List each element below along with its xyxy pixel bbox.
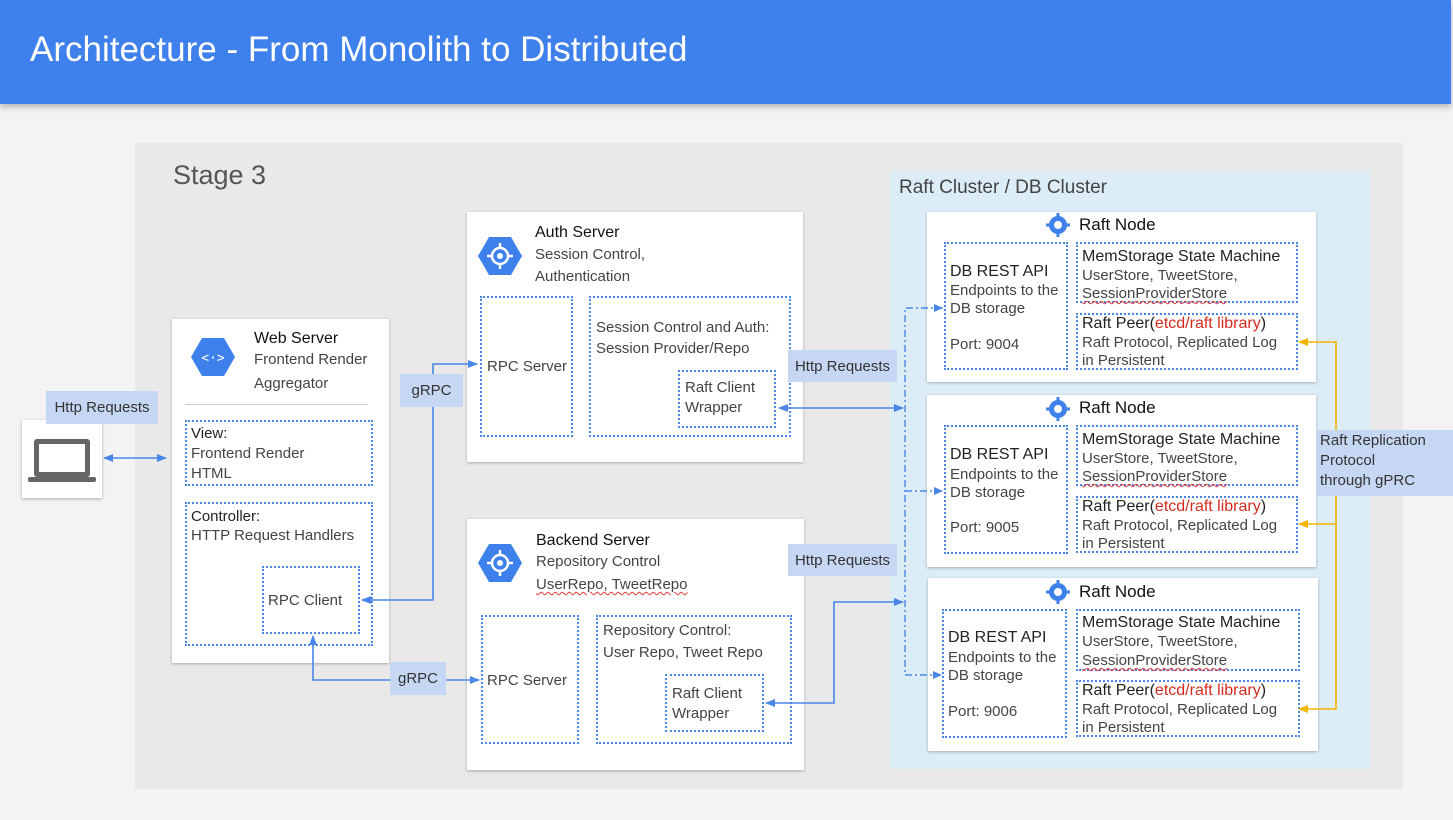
web-server-title: Web Server [254, 330, 339, 347]
db-port: Port: 9006 [948, 703, 1018, 720]
view-line1: Frontend Render [191, 445, 305, 462]
db-rest-api-line1: Endpoints to the [948, 649, 1057, 666]
backend-raft-client-line2: Wrapper [672, 705, 730, 722]
helm-icon [1046, 213, 1070, 237]
memstorage-box [1076, 425, 1298, 486]
memstorage-box [1076, 242, 1298, 303]
web-server-sub1: Frontend Render [254, 351, 368, 368]
db-port: Port: 9004 [950, 336, 1020, 353]
raft-peer-title: Raft Peer(etcd/raft library) [1082, 315, 1267, 332]
http-requests-label: Http Requests [788, 350, 897, 382]
db-rest-api-line2: DB storage [948, 667, 1024, 684]
auth-raft-client-box [678, 370, 776, 428]
backend-raft-client-line1: Raft Client [672, 685, 743, 702]
backend-server-title: Backend Server [536, 532, 650, 549]
memstorage-line1: UserStore, TweetStore, [1082, 633, 1238, 650]
db-rest-api-box [942, 609, 1067, 738]
db-rest-api-line1: Endpoints to the [950, 466, 1059, 483]
view-line2: HTML [191, 465, 232, 482]
raft-node-card [927, 395, 1316, 567]
raft-peer-line2: in Persistent [1082, 535, 1165, 552]
db-rest-api-box [944, 242, 1068, 370]
backend-server-sub1: Repository Control [536, 553, 661, 570]
raft-peer-title: Raft Peer(etcd/raft library) [1082, 682, 1267, 699]
client-device [22, 420, 102, 498]
raft-replication-line2: Protocol [1320, 452, 1376, 469]
gear-hexagon-icon [478, 237, 522, 275]
raft-replication-label: Raft Replication Protocol through gPRC [1316, 430, 1453, 496]
auth-rpc-server-label: RPC Server [487, 358, 568, 375]
memstorage-title: MemStorage State Machine [1082, 614, 1281, 631]
raft-node-title: Raft Node [1079, 398, 1156, 417]
memstorage-line2: SessionProviderStore [1082, 285, 1228, 302]
page-title: Architecture - From Monolith to Distribu… [30, 30, 688, 69]
rpc-client-label: RPC Client [268, 592, 343, 609]
backend-server-card [467, 519, 804, 770]
memstorage-line2: SessionProviderStore [1082, 468, 1228, 485]
raft-node-card [927, 212, 1316, 382]
grpc-label: gRPC [390, 662, 446, 695]
view-title: View: [191, 425, 228, 442]
controller-title: Controller: [191, 508, 261, 525]
raft-peer-line2: in Persistent [1082, 719, 1165, 736]
backend-rpc-server-box [481, 615, 579, 744]
memstorage-line2: SessionProviderStore [1082, 652, 1228, 669]
helm-icon [1046, 397, 1070, 421]
backend-logic-line1: Repository Control: [603, 622, 732, 639]
stage-title: Stage 3 [173, 160, 267, 190]
raft-peer-line1: Raft Protocol, Replicated Log [1082, 701, 1278, 718]
raft-cluster-title: Raft Cluster / DB Cluster [899, 177, 1107, 198]
raft-node-title: Raft Node [1079, 582, 1156, 601]
backend-raft-client-box [665, 674, 764, 732]
backend-server-sub2: UserRepo, TweetRepo [536, 576, 688, 593]
memstorage-title: MemStorage State Machine [1082, 431, 1281, 448]
raft-replication-line1: Raft Replication [1320, 432, 1426, 449]
auth-logic-line2: Session Provider/Repo [596, 340, 750, 357]
raft-peer-line2: in Persistent [1082, 352, 1165, 369]
raft-peer-box [1076, 313, 1298, 370]
db-rest-api-title: DB REST API [950, 446, 1049, 463]
header-bar [0, 0, 1451, 104]
backend-rpc-server-label: RPC Server [487, 672, 568, 689]
code-hexagon-icon: <·> [191, 338, 235, 376]
auth-server-sub2: Authentication [535, 268, 631, 285]
db-rest-api-line2: DB storage [950, 484, 1026, 501]
memstorage-line1: UserStore, TweetStore, [1082, 450, 1238, 467]
raft-replication-line3: through gPRC [1320, 472, 1416, 489]
http-requests-label: Http Requests [46, 391, 158, 424]
auth-logic-line1: Session Control and Auth: [596, 319, 770, 336]
db-port: Port: 9005 [950, 519, 1020, 536]
raft-peer-line1: Raft Protocol, Replicated Log [1082, 334, 1278, 351]
web-server-sub2: Aggregator [254, 375, 329, 392]
grpc-label: gRPC [400, 374, 463, 407]
db-rest-api-line1: Endpoints to the [950, 282, 1059, 299]
web-server-divider [185, 404, 368, 405]
db-rest-api-box [944, 425, 1068, 554]
raft-node-title: Raft Node [1079, 215, 1156, 234]
raft-peer-line1: Raft Protocol, Replicated Log [1082, 517, 1278, 534]
auth-server-title: Auth Server [535, 224, 620, 241]
db-rest-api-line2: DB storage [950, 300, 1026, 317]
laptop-icon [28, 439, 96, 482]
auth-rpc-server-box [480, 296, 573, 437]
gear-hexagon-icon [478, 544, 522, 582]
backend-logic-line2: User Repo, Tweet Repo [603, 644, 763, 661]
auth-server-card [467, 212, 803, 462]
memstorage-title: MemStorage State Machine [1082, 248, 1281, 265]
db-rest-api-title: DB REST API [948, 629, 1047, 646]
raft-node-card [928, 578, 1318, 751]
rpc-client-box [262, 566, 360, 634]
web-server-card [172, 319, 389, 663]
auth-raft-client-line2: Wrapper [685, 399, 743, 416]
svg-text:<·>: <·> [201, 351, 225, 366]
helm-icon [1046, 580, 1070, 604]
raft-peer-title: Raft Peer(etcd/raft library) [1082, 498, 1267, 515]
auth-raft-client-line1: Raft Client [685, 379, 756, 396]
controller-line1: HTTP Request Handlers [191, 527, 355, 544]
http-requests-label: Http Requests [788, 544, 897, 576]
memstorage-line1: UserStore, TweetStore, [1082, 267, 1238, 284]
raft-peer-box [1076, 496, 1298, 553]
auth-server-sub1: Session Control, [535, 246, 646, 263]
db-rest-api-title: DB REST API [950, 263, 1049, 280]
